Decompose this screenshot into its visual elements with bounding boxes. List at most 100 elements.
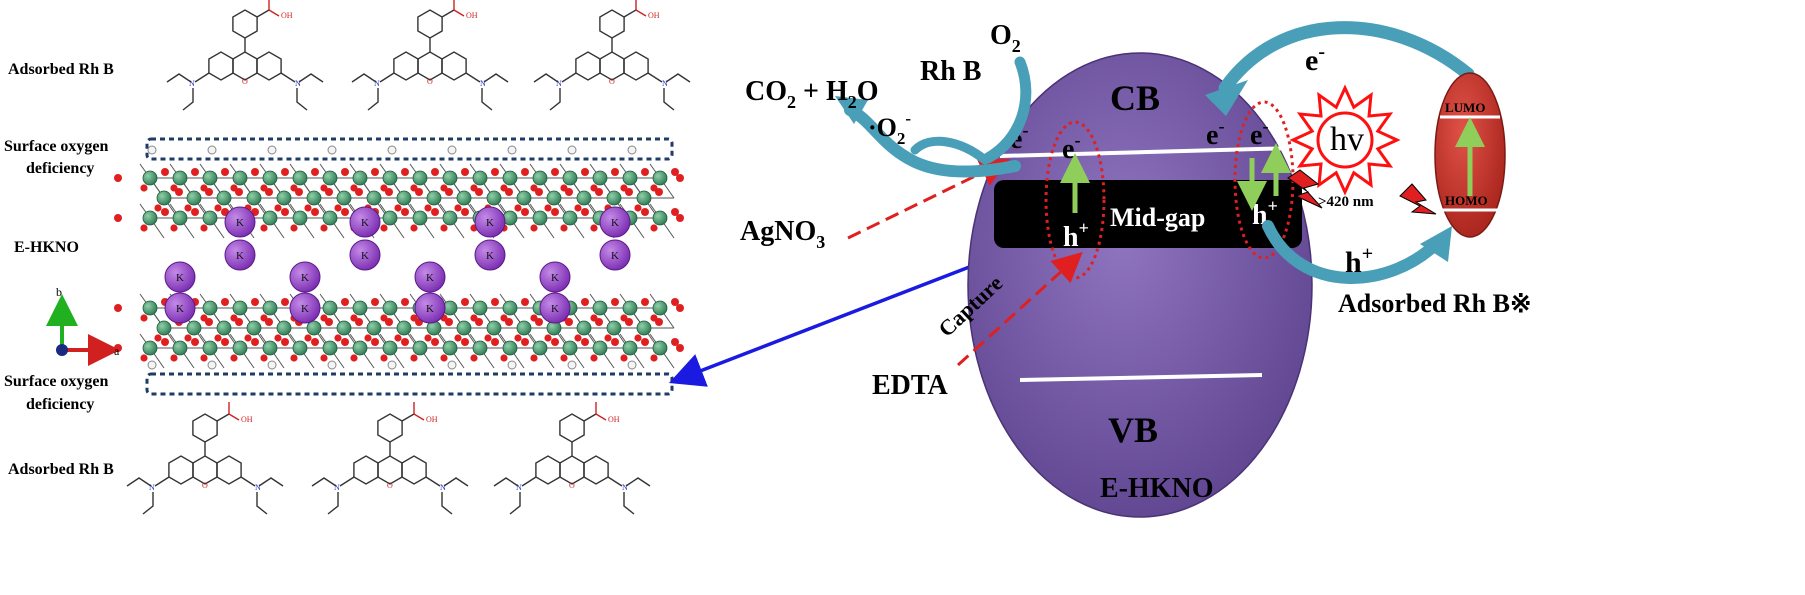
svg-text:K: K (426, 303, 434, 315)
o2-reduction-arrowhead (835, 96, 868, 124)
svg-text:K: K (301, 303, 309, 315)
cb-label: CB (1110, 78, 1160, 118)
o2-label: O2 (990, 20, 1021, 56)
products-label: CO2 + H2O (745, 76, 879, 112)
svg-text:K: K (551, 303, 559, 315)
svg-text:OH: OH (281, 11, 293, 20)
svg-text:K: K (611, 217, 619, 229)
connector-arrow (668, 245, 1017, 387)
midgap-label: Mid-gap (1110, 203, 1205, 232)
svg-text:K: K (361, 217, 369, 229)
svg-text:O: O (609, 77, 615, 86)
svg-text:N: N (374, 79, 380, 88)
adsorbed-rhb-right-label: Adsorbed Rh B※ (1338, 289, 1532, 318)
vb-label: VB (1108, 410, 1158, 450)
svg-text:e-: e- (1206, 116, 1224, 151)
svg-text:K: K (486, 250, 494, 262)
svg-text:N: N (189, 79, 195, 88)
label-surface-bot-1: Surface oxygen (4, 373, 109, 390)
edta-label: EDTA (872, 370, 948, 401)
svg-text:N: N (480, 79, 486, 88)
axis-b-label: b (56, 285, 62, 299)
svg-text:K: K (176, 272, 184, 284)
dotted-ellipse-left (1044, 120, 1106, 280)
wavelength-label: >420 nm (1318, 194, 1374, 210)
electron-cb-3: e- (1206, 116, 1224, 151)
electron-transfer-arrowhead (1205, 80, 1248, 116)
svg-text:N: N (295, 79, 301, 88)
surface-vacancy-box-bottom (145, 372, 674, 396)
svg-text:h+: h+ (1063, 218, 1089, 253)
hole-midgap-1: h+ (1063, 218, 1089, 253)
svg-text:e-: e- (1250, 116, 1268, 151)
hole-transfer-arrowhead (1420, 226, 1452, 262)
vb-edge-line (1019, 373, 1263, 382)
rhb-label: Rh B (920, 56, 981, 87)
svg-text:O: O (242, 77, 248, 86)
rhb-molecule-bottom-3: OH O N N (493, 402, 651, 515)
svg-text:K: K (611, 250, 619, 262)
label-surface-top-1: Surface oxygen (4, 138, 109, 155)
cb-edge-line (999, 146, 1297, 158)
midgap-band (994, 180, 1302, 248)
hole-transfer-label: h+ (1345, 243, 1373, 279)
hole-transfer-arrow (1262, 220, 1444, 284)
agno3-arrow (847, 158, 1011, 240)
svg-text:K: K (551, 272, 559, 284)
material-label-right: E-HKNO (1100, 473, 1214, 504)
label-adsorbed-rhb-bottom: Adsorbed Rh B (8, 461, 114, 478)
svg-text:K: K (361, 250, 369, 262)
svg-text:N: N (622, 483, 628, 492)
label-surface-bot-2: deficiency (26, 396, 94, 413)
electron-cb-4: e- (1250, 116, 1268, 151)
superoxide-label: ·O2- (868, 109, 911, 148)
lumo-label: LUMO (1445, 100, 1485, 115)
svg-text:N: N (149, 483, 155, 492)
svg-text:K: K (486, 217, 494, 229)
axis-indicator: b a (46, 285, 120, 366)
rhb-oxidation-arrow (982, 56, 1032, 164)
svg-text:N: N (516, 483, 522, 492)
lightning-bolt-icon-2 (1399, 183, 1437, 215)
o2-reduction-arrow (844, 104, 1021, 178)
svg-text:O: O (427, 77, 433, 86)
sun-icon (1289, 84, 1401, 196)
lightning-bolt-icon-1 (1287, 169, 1323, 209)
svg-text:N: N (662, 79, 668, 88)
surface-vacancy-box-top (145, 137, 674, 161)
rhb-molecule-top-1: OH O N N (166, 0, 324, 111)
rhb-loop-arrow (910, 136, 990, 165)
semiconductor-ellipse (967, 52, 1313, 518)
label-surface-top-2: deficiency (26, 160, 94, 177)
svg-text:K: K (236, 217, 244, 229)
label-material-left: E-HKNO (14, 239, 79, 256)
svg-text:O: O (569, 481, 575, 490)
svg-text:OH: OH (466, 11, 478, 20)
svg-text:h+: h+ (1345, 243, 1373, 279)
axis-a-label: a (114, 344, 120, 358)
svg-text:N: N (255, 483, 261, 492)
edta-arrow (956, 251, 1083, 367)
svg-text:OH: OH (648, 11, 660, 20)
hv-label: hv (1330, 121, 1364, 158)
homo-label: HOMO (1445, 193, 1488, 208)
agno3-label: AgNO3 (740, 216, 825, 252)
svg-text:OH: OH (608, 415, 620, 424)
label-adsorbed-rhb-top: Adsorbed Rh B (8, 61, 114, 78)
svg-text:K: K (426, 272, 434, 284)
svg-text:K: K (236, 250, 244, 262)
svg-text:e-: e- (1305, 41, 1325, 77)
svg-text:O: O (202, 481, 208, 490)
svg-text:K: K (176, 303, 184, 315)
electron-transfer-arrow (1218, 21, 1475, 95)
mechanism-panel: CB VB Mid-gap e- e- e- e- h+ h+ (740, 20, 1532, 518)
electron-transfer-label: e- (1305, 41, 1325, 77)
